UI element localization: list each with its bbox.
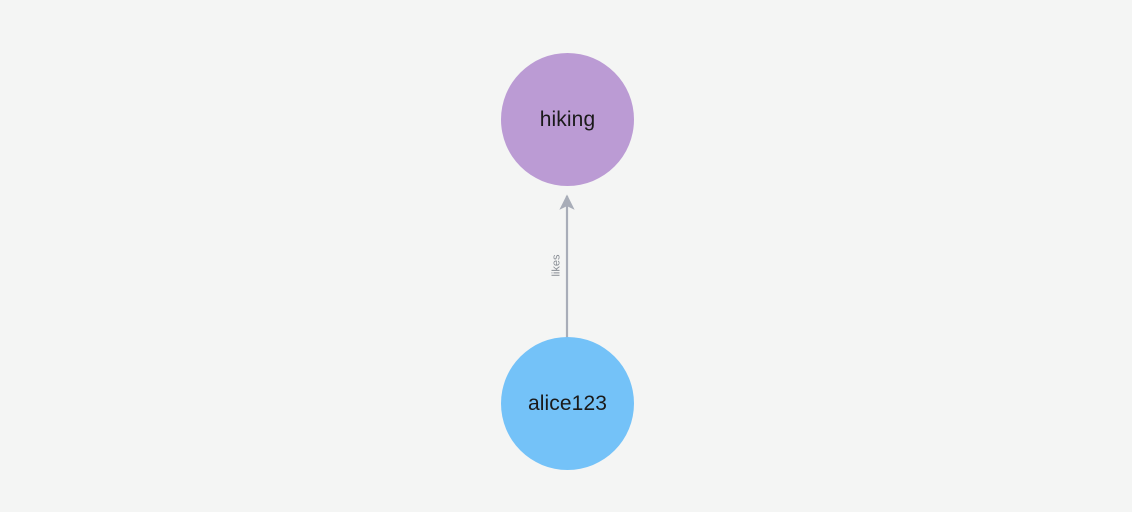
- graph-node-alice123-label: alice123: [527, 392, 608, 415]
- graph-node-hiking[interactable]: hiking: [501, 53, 634, 186]
- edge-label-likes: likes: [550, 254, 563, 277]
- graph-node-hiking-label: hiking: [539, 108, 596, 131]
- graph-node-alice123[interactable]: alice123: [501, 337, 634, 470]
